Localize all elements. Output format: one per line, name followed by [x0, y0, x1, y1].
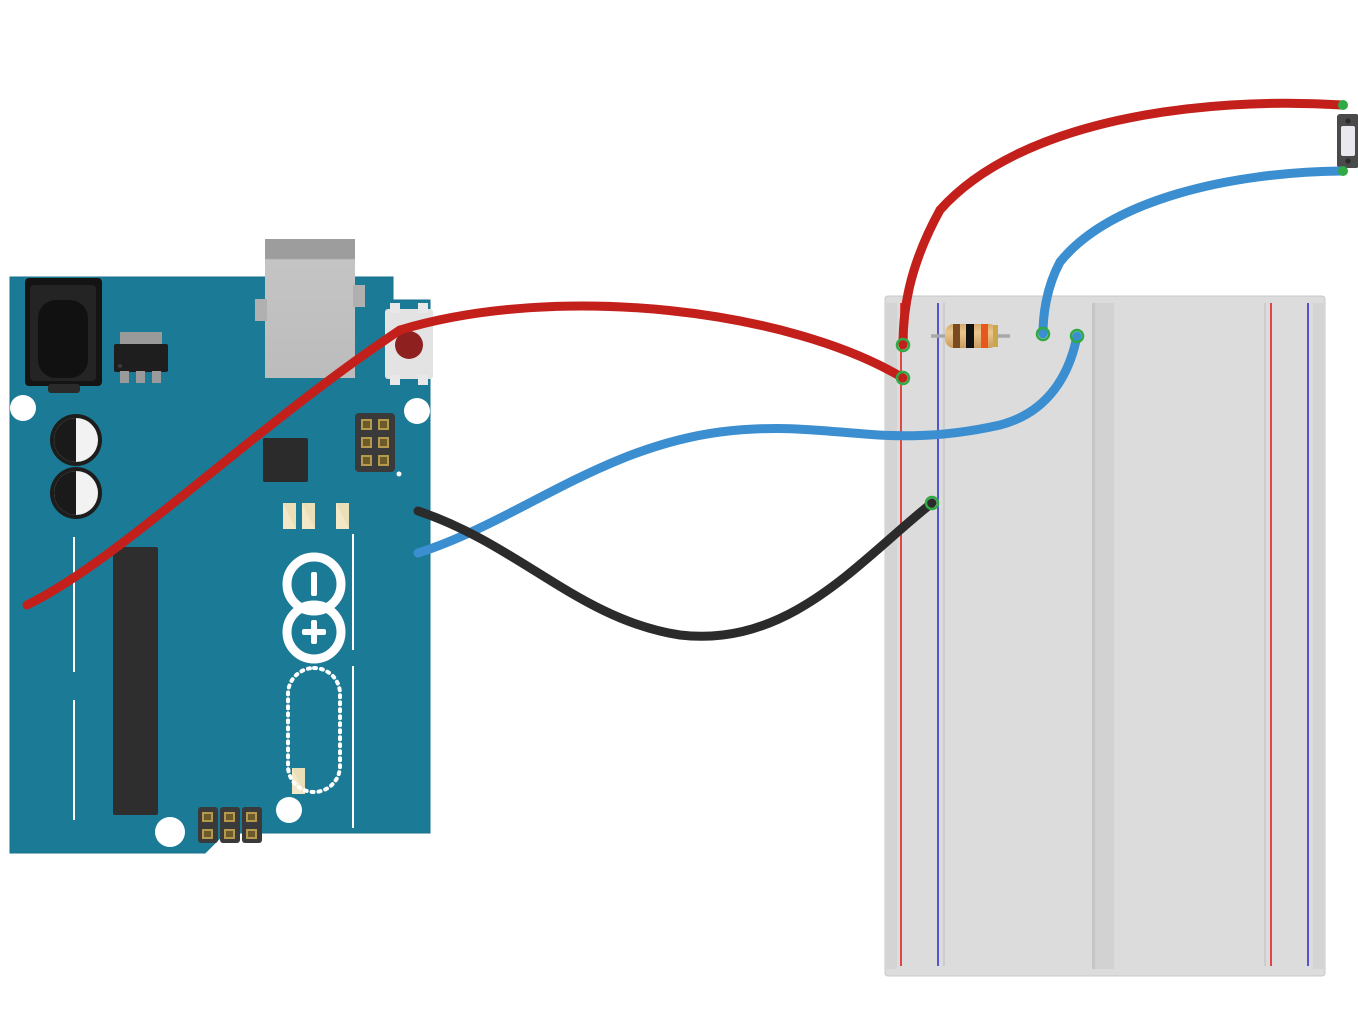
voltage-regulator [114, 332, 168, 383]
status-leds [283, 503, 349, 794]
icsp-header[interactable] [198, 807, 262, 843]
power-jack [25, 278, 102, 393]
wire-sensor-blue[interactable] [1038, 166, 1348, 339]
wire-connectors [895, 100, 1348, 511]
wires [22, 98, 1348, 641]
mcu-chip [113, 547, 158, 815]
arduino-uno-board[interactable] [9, 239, 433, 854]
wire-sensor-red[interactable] [898, 98, 1348, 350]
arduino-logo-symbols [302, 572, 326, 644]
wire-pin12-blue[interactable] [413, 331, 1082, 558]
sensor-module[interactable] [1337, 114, 1358, 168]
usb-chip [263, 438, 308, 482]
uno-badge [286, 666, 342, 794]
reset-button[interactable] [385, 303, 433, 385]
icsp2-header[interactable] [355, 413, 402, 477]
arduino-logo [282, 552, 346, 664]
wire-gnd-black[interactable] [413, 498, 937, 641]
resistor[interactable] [931, 324, 1010, 348]
usb-connector [255, 239, 365, 378]
wire-5v-red[interactable] [22, 301, 908, 610]
capacitors [50, 414, 102, 519]
breadboard[interactable] [884, 295, 1326, 977]
